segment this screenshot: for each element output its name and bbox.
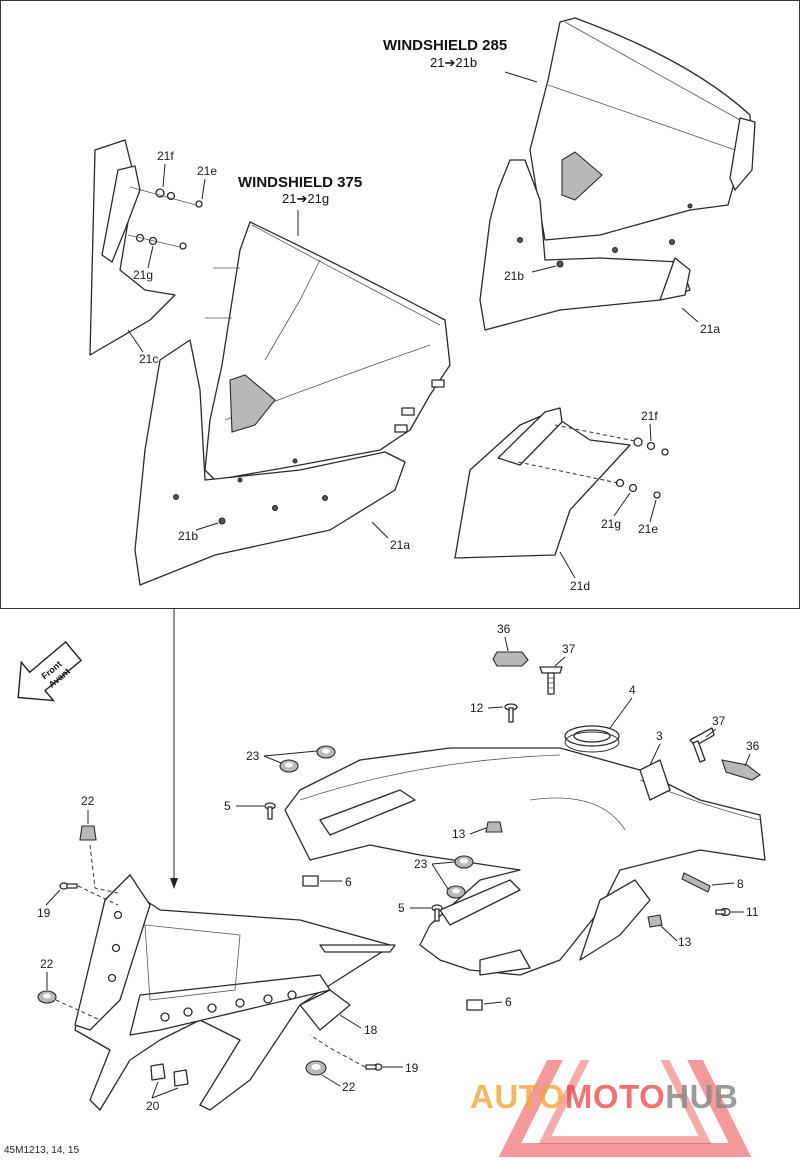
front-direction-arrow bbox=[17, 641, 83, 702]
label-5-top: 5 bbox=[224, 799, 231, 813]
label-4: 4 bbox=[629, 683, 636, 697]
label-22-top: 22 bbox=[81, 794, 95, 808]
label-36-top: 36 bbox=[497, 622, 511, 636]
left-side-deflector-21c bbox=[89, 139, 176, 356]
bolt-37-right bbox=[689, 727, 715, 763]
label-18: 18 bbox=[364, 1023, 378, 1037]
clip-13-right bbox=[647, 914, 663, 928]
watermark-part-hub: HUB bbox=[665, 1078, 739, 1115]
right-screw-21e bbox=[653, 491, 661, 499]
hood-left-vent bbox=[319, 789, 416, 836]
label-21g-left: 21g bbox=[133, 268, 153, 282]
grommet-22-bottom bbox=[305, 1060, 327, 1076]
label-37-top: 37 bbox=[562, 642, 576, 656]
label-12: 12 bbox=[470, 701, 484, 715]
screw-5-top bbox=[264, 802, 276, 820]
right-washer-21f bbox=[646, 441, 656, 451]
strip-8 bbox=[681, 872, 711, 893]
fastener-22-top bbox=[79, 825, 97, 841]
clip-6-top bbox=[302, 875, 319, 887]
label-19-top: 19 bbox=[37, 906, 51, 920]
windshield-285-range: 21➔21b bbox=[430, 55, 477, 70]
label-19-bottom: 19 bbox=[405, 1061, 419, 1075]
windshield-375-title: WINDSHIELD 375 bbox=[238, 174, 362, 191]
clip-6-bottom bbox=[466, 999, 483, 1011]
hood-center-vent bbox=[439, 879, 521, 926]
windshield-285-title: WINDSHIELD 285 bbox=[383, 37, 507, 54]
label-21g-right: 21g bbox=[601, 517, 621, 531]
right-washer-21g bbox=[628, 483, 638, 493]
hood-assembly bbox=[284, 747, 766, 976]
right-side-deflector-assembly bbox=[454, 407, 669, 559]
label-22-left: 22 bbox=[40, 957, 54, 971]
windshield-285-panel bbox=[529, 17, 753, 241]
left-deflector-bracket bbox=[101, 165, 141, 263]
clips-20 bbox=[150, 1063, 189, 1087]
screw-11 bbox=[715, 907, 731, 917]
watermark-text: AUTOMOTOHUB bbox=[470, 1078, 738, 1116]
rivet-12 bbox=[504, 703, 518, 723]
windshield-285-vent bbox=[561, 151, 603, 201]
label-20: 20 bbox=[146, 1099, 160, 1113]
left-side-deflector-assembly bbox=[89, 139, 203, 356]
diagram-reference-code: 45M1213, 14, 15 bbox=[4, 1145, 80, 1156]
label-6-bottom: 6 bbox=[505, 995, 512, 1009]
label-21c: 21c bbox=[139, 352, 158, 366]
label-21a-375: 21a bbox=[390, 538, 410, 552]
clip-13-mid bbox=[485, 821, 503, 833]
label-22-bottom: 22 bbox=[342, 1080, 356, 1094]
windshield-285-side-bracket bbox=[729, 117, 756, 191]
label-21d: 21d bbox=[570, 579, 590, 593]
windshield-375-deflector-21a bbox=[134, 339, 406, 586]
label-21f-right: 21f bbox=[641, 409, 658, 423]
label-23-top: 23 bbox=[246, 749, 260, 763]
label-36-right: 36 bbox=[746, 739, 760, 753]
clip-36-top bbox=[492, 651, 529, 667]
watermark-part-moto: MOTO bbox=[564, 1078, 666, 1115]
label-11: 11 bbox=[746, 905, 759, 919]
label-37-right: 37 bbox=[712, 714, 726, 728]
windshield-375-vent bbox=[229, 374, 276, 433]
label-21f-left: 21f bbox=[157, 149, 174, 163]
label-5-mid: 5 bbox=[398, 901, 405, 915]
grommets-23-top bbox=[279, 745, 336, 773]
screw-19-top bbox=[59, 882, 78, 890]
windshield-375-panel bbox=[204, 221, 451, 481]
label-23-mid: 23 bbox=[414, 857, 428, 871]
bolt-37-top bbox=[539, 666, 563, 695]
connector-arrowhead bbox=[170, 878, 178, 889]
label-13-right: 13 bbox=[678, 935, 692, 949]
label-6-top: 6 bbox=[345, 875, 352, 889]
nose-front-strip bbox=[129, 974, 331, 1036]
screw-5-mid bbox=[431, 904, 443, 922]
grommet-22-left bbox=[37, 990, 57, 1004]
label-8: 8 bbox=[737, 877, 744, 891]
fuel-cap-ring-4 bbox=[564, 725, 620, 753]
label-21e-right: 21e bbox=[638, 522, 658, 536]
front-nose-assembly bbox=[74, 874, 396, 1111]
label-13-mid: 13 bbox=[452, 827, 466, 841]
right-side-deflector-21d bbox=[454, 409, 631, 559]
label-21a-285: 21a bbox=[700, 322, 720, 336]
windshield-375-assembly bbox=[134, 221, 451, 586]
left-screw-21e bbox=[195, 200, 203, 208]
label-21e-left: 21e bbox=[197, 164, 217, 178]
clip-36-right bbox=[721, 759, 761, 781]
watermark-logo bbox=[498, 1060, 752, 1157]
screw-19-bottom bbox=[365, 1063, 383, 1071]
label-21b-375: 21b bbox=[178, 529, 198, 543]
watermark-part-auto: AUTO bbox=[470, 1078, 565, 1115]
label-3: 3 bbox=[656, 729, 663, 743]
hood-right-panel bbox=[579, 879, 651, 961]
label-21b-285: 21b bbox=[504, 269, 524, 283]
nose-left-side bbox=[74, 874, 151, 1031]
windshield-285-assembly bbox=[479, 17, 756, 331]
windshield-375-range: 21➔21g bbox=[282, 191, 329, 206]
right-deflector-bracket bbox=[497, 407, 563, 466]
